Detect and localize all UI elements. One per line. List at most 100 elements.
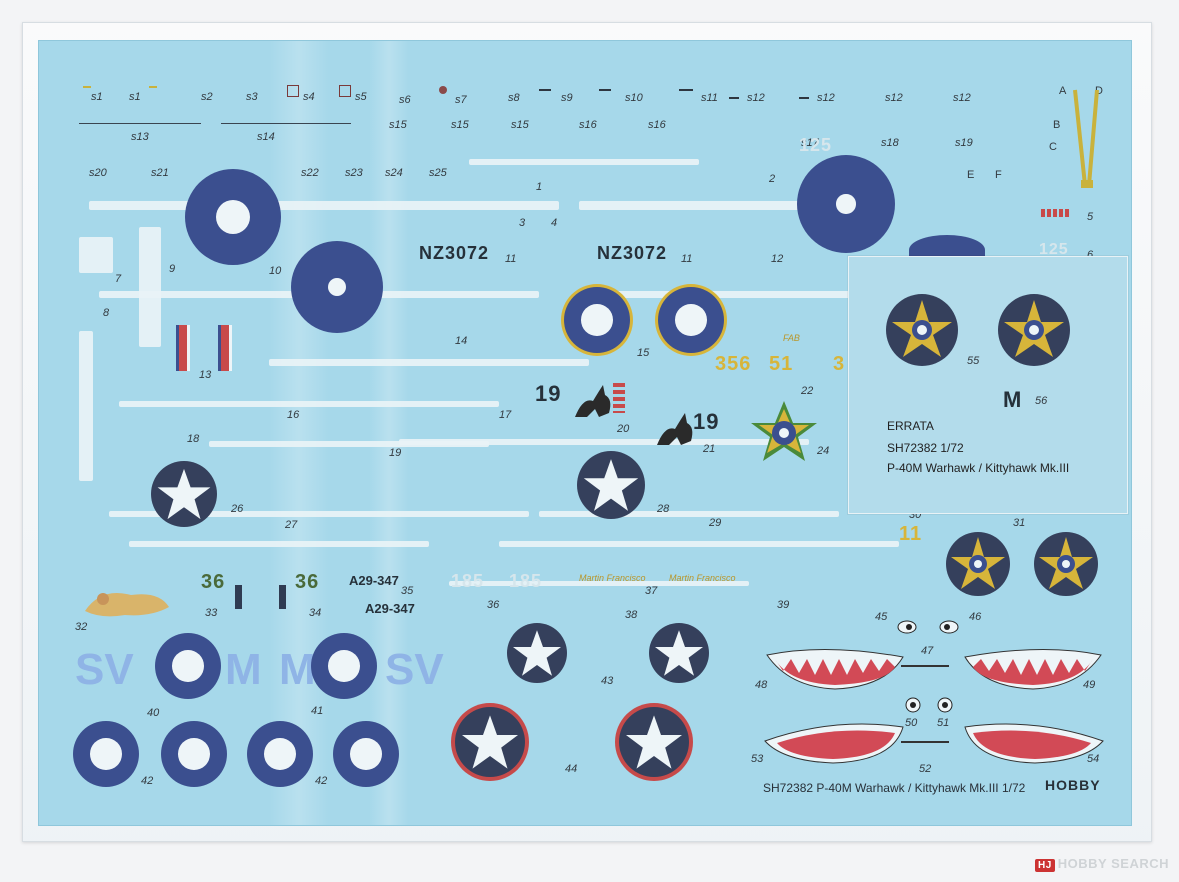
- serial-a29-347: A29-347: [349, 573, 399, 588]
- stencil-label: s11: [701, 92, 718, 104]
- unit-number-19: 19: [693, 409, 720, 434]
- stencil-label: s3: [246, 91, 258, 103]
- decal-number: 50: [905, 717, 918, 729]
- us-star-roundel: [577, 451, 645, 519]
- star-roundel-55: [886, 294, 958, 366]
- raaf-roundel: [73, 721, 139, 787]
- decal-number: 47: [921, 645, 934, 657]
- brand-logo: HOBBY: [1045, 777, 1101, 793]
- decal-number: 31: [1013, 517, 1026, 529]
- code-letters-sv: SV: [385, 645, 444, 694]
- raaf-roundel: [247, 721, 313, 787]
- id-bar: [235, 585, 242, 609]
- black-cat-icon: [657, 413, 693, 445]
- stencil-label: s24: [385, 167, 403, 179]
- serial-a29-347: A29-347: [365, 601, 415, 616]
- fab-text: FAB: [783, 333, 800, 343]
- decal-number: 32: [75, 621, 88, 633]
- decal-number: 1: [536, 181, 543, 193]
- decal-number: 29: [709, 517, 722, 529]
- walkway-stripe: [599, 291, 879, 298]
- watermark-text: HOBBY SEARCH: [1057, 856, 1169, 871]
- stencil-mark: [83, 86, 91, 88]
- stencil-label: s17: [801, 137, 819, 149]
- part-letter-b: B: [1053, 119, 1061, 131]
- decal-number: 53: [751, 753, 764, 765]
- stencil-label: s18: [881, 137, 899, 149]
- us-star-roundel: [151, 461, 217, 527]
- shark-mouth-lower-right: [964, 723, 1104, 764]
- stencil-label: s13: [131, 131, 149, 143]
- stencil-label: s15: [451, 119, 469, 131]
- stencil-dash: [729, 97, 739, 99]
- raaf-roundel-large: [291, 241, 383, 333]
- decal-number: 28: [657, 503, 670, 515]
- stencil-dash: [679, 89, 693, 91]
- walkway-stripe: [579, 201, 839, 210]
- part-letter-e: E: [967, 169, 975, 181]
- stencil-label: s5: [355, 91, 367, 103]
- decal-number: 19: [389, 447, 402, 459]
- walkway-stripe: [499, 541, 899, 547]
- walkway-stripe: [399, 439, 809, 445]
- decal-number: 3: [519, 217, 526, 229]
- walkway-stripe: [209, 441, 489, 447]
- stencil-label: s6: [399, 94, 411, 106]
- vertical-stripe: [79, 331, 93, 481]
- stencil-mark: [149, 86, 157, 88]
- decal-number: 17: [499, 409, 512, 421]
- stencil-label: s12: [953, 92, 971, 104]
- yellow-number-11: 11: [899, 523, 923, 545]
- stencil-label: s15: [389, 119, 407, 131]
- raaf-roundel-large: [797, 155, 895, 253]
- decal-number: 24: [817, 445, 830, 457]
- shark-mouth-lower-left: [764, 723, 904, 764]
- watermark-logo-icon: HJ: [1034, 859, 1055, 872]
- walkway-stripe: [449, 581, 749, 586]
- kill-marks: [1041, 209, 1069, 217]
- raaf-roundel-yellow-ring: [564, 287, 630, 353]
- decal-number: 10: [269, 265, 282, 277]
- raaf-roundel: [333, 721, 399, 787]
- decal-number: 51: [937, 717, 950, 729]
- decal-number: 21: [703, 443, 716, 455]
- decal-number: 44: [565, 763, 578, 775]
- decal-number: 6: [1087, 249, 1094, 261]
- decal-number: 56: [1035, 395, 1048, 407]
- serial-nz3072: NZ3072: [597, 243, 668, 263]
- bag-glare: [269, 41, 329, 825]
- fin-flash: [179, 325, 187, 371]
- stencil-label: s16: [579, 119, 597, 131]
- vertical-stripe: [139, 227, 161, 347]
- raaf-roundel: [161, 721, 227, 787]
- stencil-dash: [599, 89, 611, 91]
- decal-number: 48: [755, 679, 768, 691]
- decal-number: 49: [1083, 679, 1096, 691]
- stencil-dash: [539, 89, 551, 91]
- decal-number: 39: [777, 599, 790, 611]
- decal-number: 4: [551, 217, 558, 229]
- script-name: Martin Francisco: [669, 573, 736, 583]
- script-name: Martin Francisco: [579, 573, 646, 583]
- yellow-number-3: 3: [833, 353, 846, 375]
- star-roundel-31: [1034, 532, 1098, 596]
- decal-number: 7: [115, 273, 122, 285]
- id-bar: [279, 585, 286, 609]
- faded-number-185: 185: [509, 571, 543, 591]
- stencil-label: s10: [625, 92, 643, 104]
- us-star-roundel-red: [507, 623, 567, 683]
- walkway-stripe: [269, 359, 589, 366]
- stencil-label: s14: [257, 131, 275, 143]
- fin-flash: [221, 325, 229, 371]
- stencil-label: s1: [129, 91, 141, 103]
- errata-sheet: 55 M 56 ERRATA SH72382 1/72 P-40M Warhaw…: [848, 256, 1128, 514]
- decal-number: 22: [801, 385, 814, 397]
- decal-sheet: s1 s1 s2 s3 s4 s5 s6 s7 s8 s9 s10 s11 s1…: [38, 40, 1132, 826]
- stencil-label: s21: [151, 167, 169, 179]
- code-letter-m: M: [225, 645, 262, 694]
- code-letters-sv: SV: [75, 645, 134, 694]
- shark-line: [901, 665, 949, 667]
- serial-nz3072: NZ3072: [419, 243, 490, 263]
- decal-number: 35: [401, 585, 414, 597]
- star-roundel-31: [946, 532, 1010, 596]
